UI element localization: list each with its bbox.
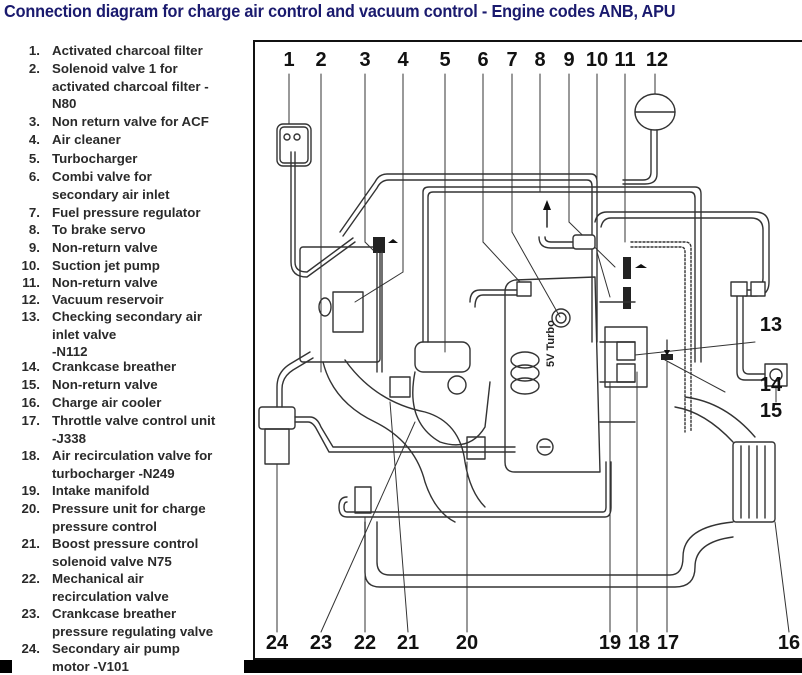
bottom-border xyxy=(244,660,802,673)
legend-number: 19. xyxy=(21,483,41,498)
callout-14: 14 xyxy=(759,374,783,396)
non-return-valve-11 xyxy=(623,257,631,279)
legend-text: Secondary air pump motor -V101 xyxy=(52,641,180,674)
callout-16: 16 xyxy=(777,632,801,654)
callout-10: 10 xyxy=(585,49,609,71)
engine-cover xyxy=(504,276,601,473)
legend-number: 7. xyxy=(28,205,40,220)
secondary-air-pump xyxy=(258,406,296,430)
legend-text: Air recirculation valve for turbocharger… xyxy=(52,448,213,481)
combi-valve xyxy=(516,281,532,297)
legend-number: 21. xyxy=(21,536,41,551)
legend-number: 8. xyxy=(28,222,40,237)
legend-number: 4. xyxy=(28,132,40,147)
legend-text: Solenoid valve 1 for activated charcoal … xyxy=(52,61,209,111)
pressure-unit xyxy=(466,436,486,460)
air-cleaner xyxy=(299,246,381,363)
callout-18: 18 xyxy=(627,632,651,654)
legend-text: Suction jet pump xyxy=(52,258,160,273)
mechanical-recirculation-valve xyxy=(354,486,372,514)
legend-number: 11. xyxy=(22,275,40,290)
non-return-valve-15 xyxy=(661,354,673,360)
legend-text: Checking secondary air inlet valve -N112 xyxy=(52,309,203,359)
legend-text: Pressure unit for charge pressure contro… xyxy=(52,501,206,534)
legend-text: Combi valve for secondary air inlet xyxy=(52,169,170,202)
legend-number: 13. xyxy=(21,309,41,324)
legend-text: Crankcase breather pressure regulating v… xyxy=(52,606,214,639)
callout-24: 24 xyxy=(265,632,289,654)
legend-number: 1. xyxy=(28,43,40,58)
callout-13: 13 xyxy=(759,314,783,336)
callout-12: 12 xyxy=(645,49,669,71)
callout-1: 1 xyxy=(283,49,295,71)
callout-4: 4 xyxy=(397,49,409,71)
callout-7: 7 xyxy=(506,49,518,71)
non-return-valve-9 xyxy=(623,287,631,309)
engine-cover-label: 5V Turbo xyxy=(545,320,557,367)
legend-number: 5. xyxy=(28,151,40,166)
turbocharger xyxy=(414,341,471,373)
charge-air-cooler xyxy=(732,441,776,523)
charcoal-filter xyxy=(276,123,312,167)
legend-number: 23. xyxy=(21,606,41,621)
callout-11: 11 xyxy=(614,49,636,71)
legend-text: Fuel pressure regulator xyxy=(52,205,201,220)
legend-text: Non return valve for ACF xyxy=(52,114,209,129)
legend-text: Non-return valve xyxy=(52,377,158,392)
callout-2: 2 xyxy=(315,49,327,71)
legend-text: Turbocharger xyxy=(52,151,138,166)
bottom-border-left xyxy=(0,660,12,673)
legend-text: To brake servo xyxy=(52,222,146,237)
callout-22: 22 xyxy=(353,632,377,654)
legend-text: Throttle valve control unit -J338 xyxy=(52,413,216,446)
callout-15: 15 xyxy=(759,400,783,422)
legend-text: Non-return valve xyxy=(52,240,158,255)
legend-text: Intake manifold xyxy=(52,483,150,498)
fuel-pressure-regulator xyxy=(551,308,571,328)
legend-text: Charge air cooler xyxy=(52,395,162,410)
legend-number: 9. xyxy=(28,240,40,255)
connection-diagram: 1 2 3 4 5 6 7 8 9 10 11 12 13 14 15 24 2… xyxy=(253,40,802,660)
legend-number: 22. xyxy=(21,571,41,586)
bottom-leader-lines xyxy=(276,361,790,633)
legend-number: 16. xyxy=(21,395,41,410)
legend-text: Non-return valve xyxy=(52,275,158,290)
solenoid-valve-n80 xyxy=(318,297,332,317)
callout-20: 20 xyxy=(455,632,479,654)
diagram-line-art xyxy=(258,73,790,633)
legend-text: Air cleaner xyxy=(52,132,121,147)
page-title: Connection diagram for charge air contro… xyxy=(4,1,676,21)
callout-5: 5 xyxy=(439,49,451,71)
legend-number: 3. xyxy=(28,114,40,129)
checking-valve-13 xyxy=(616,341,636,361)
legend-text: Boost pressure control solenoid valve N7… xyxy=(52,536,199,569)
legend-text: Crankcase breather xyxy=(52,359,177,374)
non-return-valve-acf xyxy=(373,237,385,253)
callout-8: 8 xyxy=(534,49,546,71)
legend-number: 12. xyxy=(21,292,41,307)
legend-number: 15. xyxy=(21,377,41,392)
callout-3: 3 xyxy=(359,49,371,71)
legend-number: 6. xyxy=(28,169,40,184)
legend-number: 14. xyxy=(21,359,41,374)
legend-text: Mechanical air recirculation valve xyxy=(52,571,169,604)
legend-number: 20. xyxy=(21,501,41,516)
callout-23: 23 xyxy=(309,632,333,654)
callout-19: 19 xyxy=(598,632,622,654)
top-leader-lines xyxy=(288,73,656,373)
callout-9: 9 xyxy=(563,49,575,71)
legend-number: 10. xyxy=(21,258,41,273)
callout-17: 17 xyxy=(656,632,680,654)
callout-6: 6 xyxy=(477,49,489,71)
callout-21: 21 xyxy=(396,632,420,654)
legend-text: Vacuum reservoir xyxy=(52,292,164,307)
legend-text: Activated charcoal filter xyxy=(52,43,203,58)
legend-number: 18. xyxy=(21,448,41,463)
legend-number: 2. xyxy=(28,61,40,76)
legend-number: 17. xyxy=(21,413,41,428)
legend-number: 24. xyxy=(21,641,41,656)
